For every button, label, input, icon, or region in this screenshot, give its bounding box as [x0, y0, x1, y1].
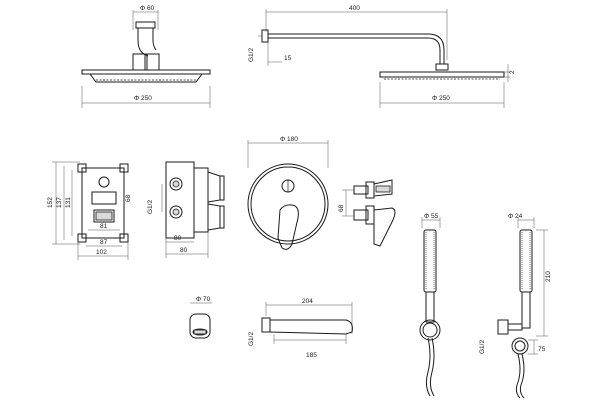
dim-arm-thread: G1/2 — [248, 48, 255, 62]
dim-box-w-102: 102 — [96, 249, 107, 256]
dim-lever-68: 68 — [338, 204, 345, 212]
dim-spout-185: 185 — [306, 352, 317, 359]
dim-head-side-width: Φ 250 — [432, 95, 450, 102]
dim-hand-75: 75 — [538, 346, 546, 353]
dim-box-side-thread: G1/2 — [147, 200, 154, 214]
dim-arm-offset: 15 — [284, 55, 292, 62]
mixer-plate-side-view: 68 — [338, 179, 396, 247]
dim-hand-thread: G1/2 — [479, 340, 486, 354]
mixer-plate-front-view: Φ 180 — [247, 136, 329, 250]
dim-box-h-outer: 152 — [47, 197, 54, 208]
dim-hand-shower2-dia: Φ 24 — [508, 213, 523, 220]
hand-shower-1-view: Φ 55 — [419, 213, 441, 397]
dim-spout-length: 204 — [302, 298, 313, 305]
dim-box-w-81: 81 — [100, 223, 108, 230]
dim-box-h-inner: 131 — [65, 197, 72, 208]
shower-arm-side-view: 400 G1/2 15 2 Φ 250 — [248, 5, 516, 108]
dim-hand-shower2-len: 210 — [545, 271, 552, 282]
dim-head-top-width: Φ 250 — [134, 95, 152, 102]
dim-arm-length: 400 — [349, 5, 360, 12]
concealed-box-front-view: 152 137 131 81 87 102 — [47, 161, 129, 260]
dim-box-w-87: 87 — [100, 239, 108, 246]
dim-head-side-thickness: 2 — [509, 70, 516, 74]
spout-view: Φ 70 204 G1/2 185 — [189, 296, 353, 359]
dim-box-side-80: 80 — [174, 235, 182, 242]
dim-plate-dia: Φ 180 — [280, 136, 298, 143]
dim-box-side-80b: 80 — [180, 247, 188, 254]
shower-head-top-view: Φ 60 Φ 250 — [81, 5, 211, 108]
dim-head-top-dia: Φ 60 — [140, 5, 155, 12]
dim-hand-shower-dia: Φ 55 — [424, 213, 439, 220]
concealed-box-side-view: G1/2 68 80 80 — [125, 161, 225, 258]
dim-spout-thread: G1/2 — [248, 332, 255, 346]
dim-spout-dia: Φ 70 — [196, 296, 211, 303]
hand-shower-2-view: Φ 24 210 G1/2 75 — [479, 213, 552, 399]
dim-box-side-68: 68 — [125, 194, 132, 202]
dim-box-h-mid: 137 — [56, 197, 63, 208]
